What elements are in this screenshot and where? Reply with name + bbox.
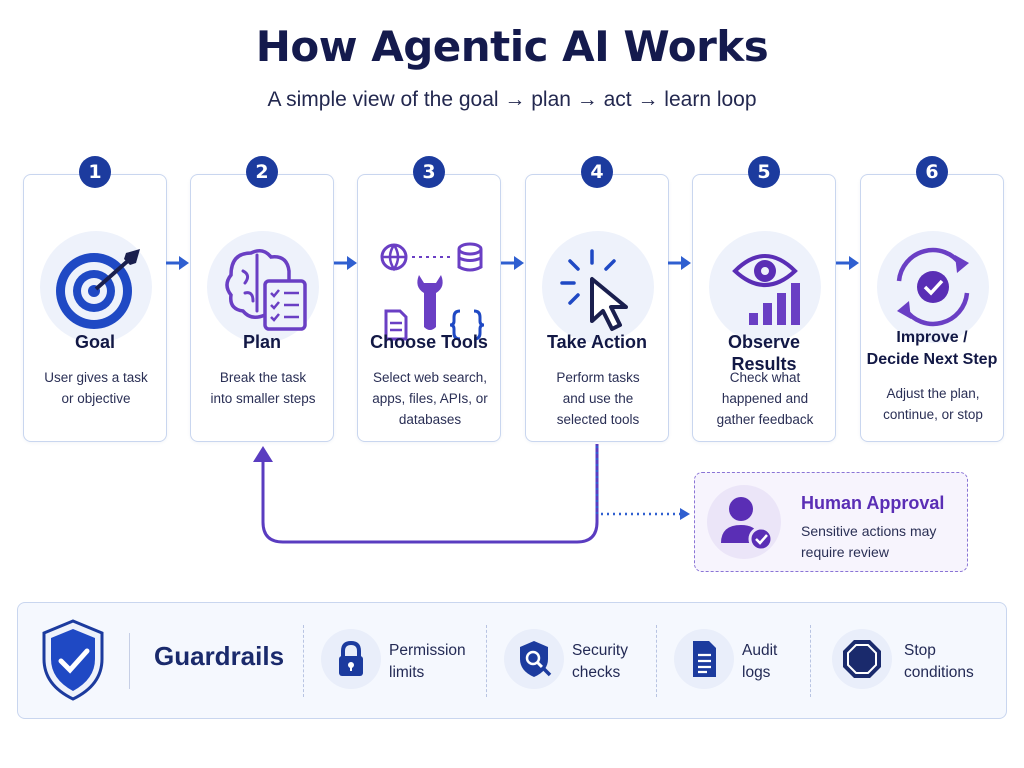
step-number-badge: 4 — [581, 156, 613, 188]
desc-line: Sensitive actions may — [801, 523, 937, 539]
step-card-choose-tools: Choose Tools Select web search, apps, fi… — [357, 174, 501, 442]
page-title: How Agentic AI Works — [255, 22, 769, 71]
guardrails-panel: Guardrails Permission limits Security ch… — [17, 602, 1007, 719]
tools-icon — [374, 231, 486, 343]
desc-line: gather feedback — [716, 412, 814, 427]
step-description: Adjust the plan, continue, or stop — [869, 383, 997, 425]
step-title: Plan — [242, 332, 281, 352]
step-title: Goal — [74, 332, 115, 352]
desc-line: Adjust the plan, — [886, 386, 980, 401]
eye-chart-icon — [709, 231, 821, 343]
step-number-badge: 6 — [916, 156, 948, 188]
label-line: limits — [389, 664, 425, 681]
step-card-observe-results: Observe Results Check what happened and … — [692, 174, 836, 442]
step-number-badge: 5 — [748, 156, 780, 188]
divider — [303, 625, 304, 697]
step-number-badge: 2 — [246, 156, 278, 188]
step-number-badge: 3 — [413, 156, 445, 188]
desc-line: require review — [801, 544, 889, 560]
arrow-right-icon — [836, 256, 859, 270]
desc-line: User gives a task — [44, 370, 148, 385]
user-check-icon — [707, 485, 781, 559]
label-line: conditions — [904, 664, 974, 681]
arrow-right-icon — [166, 256, 189, 270]
step-description: Select web search, apps, files, APIs, or… — [366, 367, 494, 430]
shield-search-icon — [504, 629, 564, 689]
desc-line: and use the — [562, 391, 634, 406]
step-description: Perform tasks and use the selected tools — [534, 367, 662, 430]
desc-line: happened and — [721, 391, 809, 406]
label-line: Audit — [742, 642, 778, 659]
arrow-right-icon — [334, 256, 357, 270]
desc-line: Break the task — [219, 370, 307, 385]
label-line: Permission — [389, 642, 466, 659]
step-description: Check what happened and gather feedback — [701, 367, 829, 430]
desc-line: selected tools — [556, 412, 640, 427]
label-line: Stop — [904, 642, 936, 659]
step-number-badge: 1 — [79, 156, 111, 188]
arrow-right-icon — [668, 256, 691, 270]
desc-line: Perform tasks — [556, 370, 640, 385]
guardrail-label: Stop conditions — [904, 640, 1000, 684]
divider — [129, 633, 130, 689]
desc-line: databases — [398, 412, 462, 427]
cursor-click-icon — [542, 231, 654, 343]
human-approval-card: Human Approval Sensitive actions may req… — [694, 472, 968, 572]
arrow-right-icon — [501, 256, 524, 270]
divider — [486, 625, 487, 697]
step-card-improve: Improve / Decide Next Step Adjust the pl… — [860, 174, 1004, 442]
step-description: Break the task into smaller steps — [199, 367, 327, 409]
lock-icon — [321, 629, 381, 689]
step-description: User gives a task or objective — [32, 367, 160, 409]
guardrails-title: Guardrails — [154, 641, 285, 671]
approval-title: Human Approval — [801, 493, 945, 513]
step-card-plan: Plan Break the task into smaller steps — [190, 174, 334, 442]
step-title: Observe Results — [727, 332, 801, 374]
label-line: checks — [572, 664, 621, 681]
step-title: Take Action — [546, 332, 648, 352]
target-icon — [40, 231, 152, 343]
guardrail-label: Security checks — [572, 640, 668, 684]
brain-checklist-icon — [207, 231, 319, 343]
desc-line: Select web search, — [372, 370, 488, 385]
desc-line: into smaller steps — [210, 391, 316, 406]
label-line: logs — [742, 664, 771, 681]
page-subtitle: A simple view of the goal → plan → act →… — [267, 88, 757, 111]
stop-octagon-icon — [832, 629, 892, 689]
step-card-take-action: Take Action Perform tasks and use the se… — [525, 174, 669, 442]
refresh-check-icon — [877, 231, 989, 343]
desc-line: or objective — [61, 391, 131, 406]
shield-check-icon — [42, 619, 104, 701]
desc-line: Check what — [729, 370, 801, 385]
document-icon — [674, 629, 734, 689]
step-title: Choose Tools — [370, 332, 488, 352]
divider — [656, 625, 657, 697]
approval-description: Sensitive actions may require review — [801, 521, 961, 563]
step-card-goal: Goal User gives a task or objective — [23, 174, 167, 442]
guardrail-label: Audit logs — [742, 640, 838, 684]
desc-line: continue, or stop — [883, 407, 983, 422]
divider — [810, 625, 811, 697]
step-title: Improve / Decide Next Step — [861, 327, 1003, 371]
label-line: Security — [572, 642, 628, 659]
guardrail-label: Permission limits — [389, 640, 485, 684]
title-line: Improve / — [896, 329, 968, 346]
title-line: Decide Next Step — [866, 351, 998, 368]
desc-line: apps, files, APIs, or — [372, 391, 488, 406]
